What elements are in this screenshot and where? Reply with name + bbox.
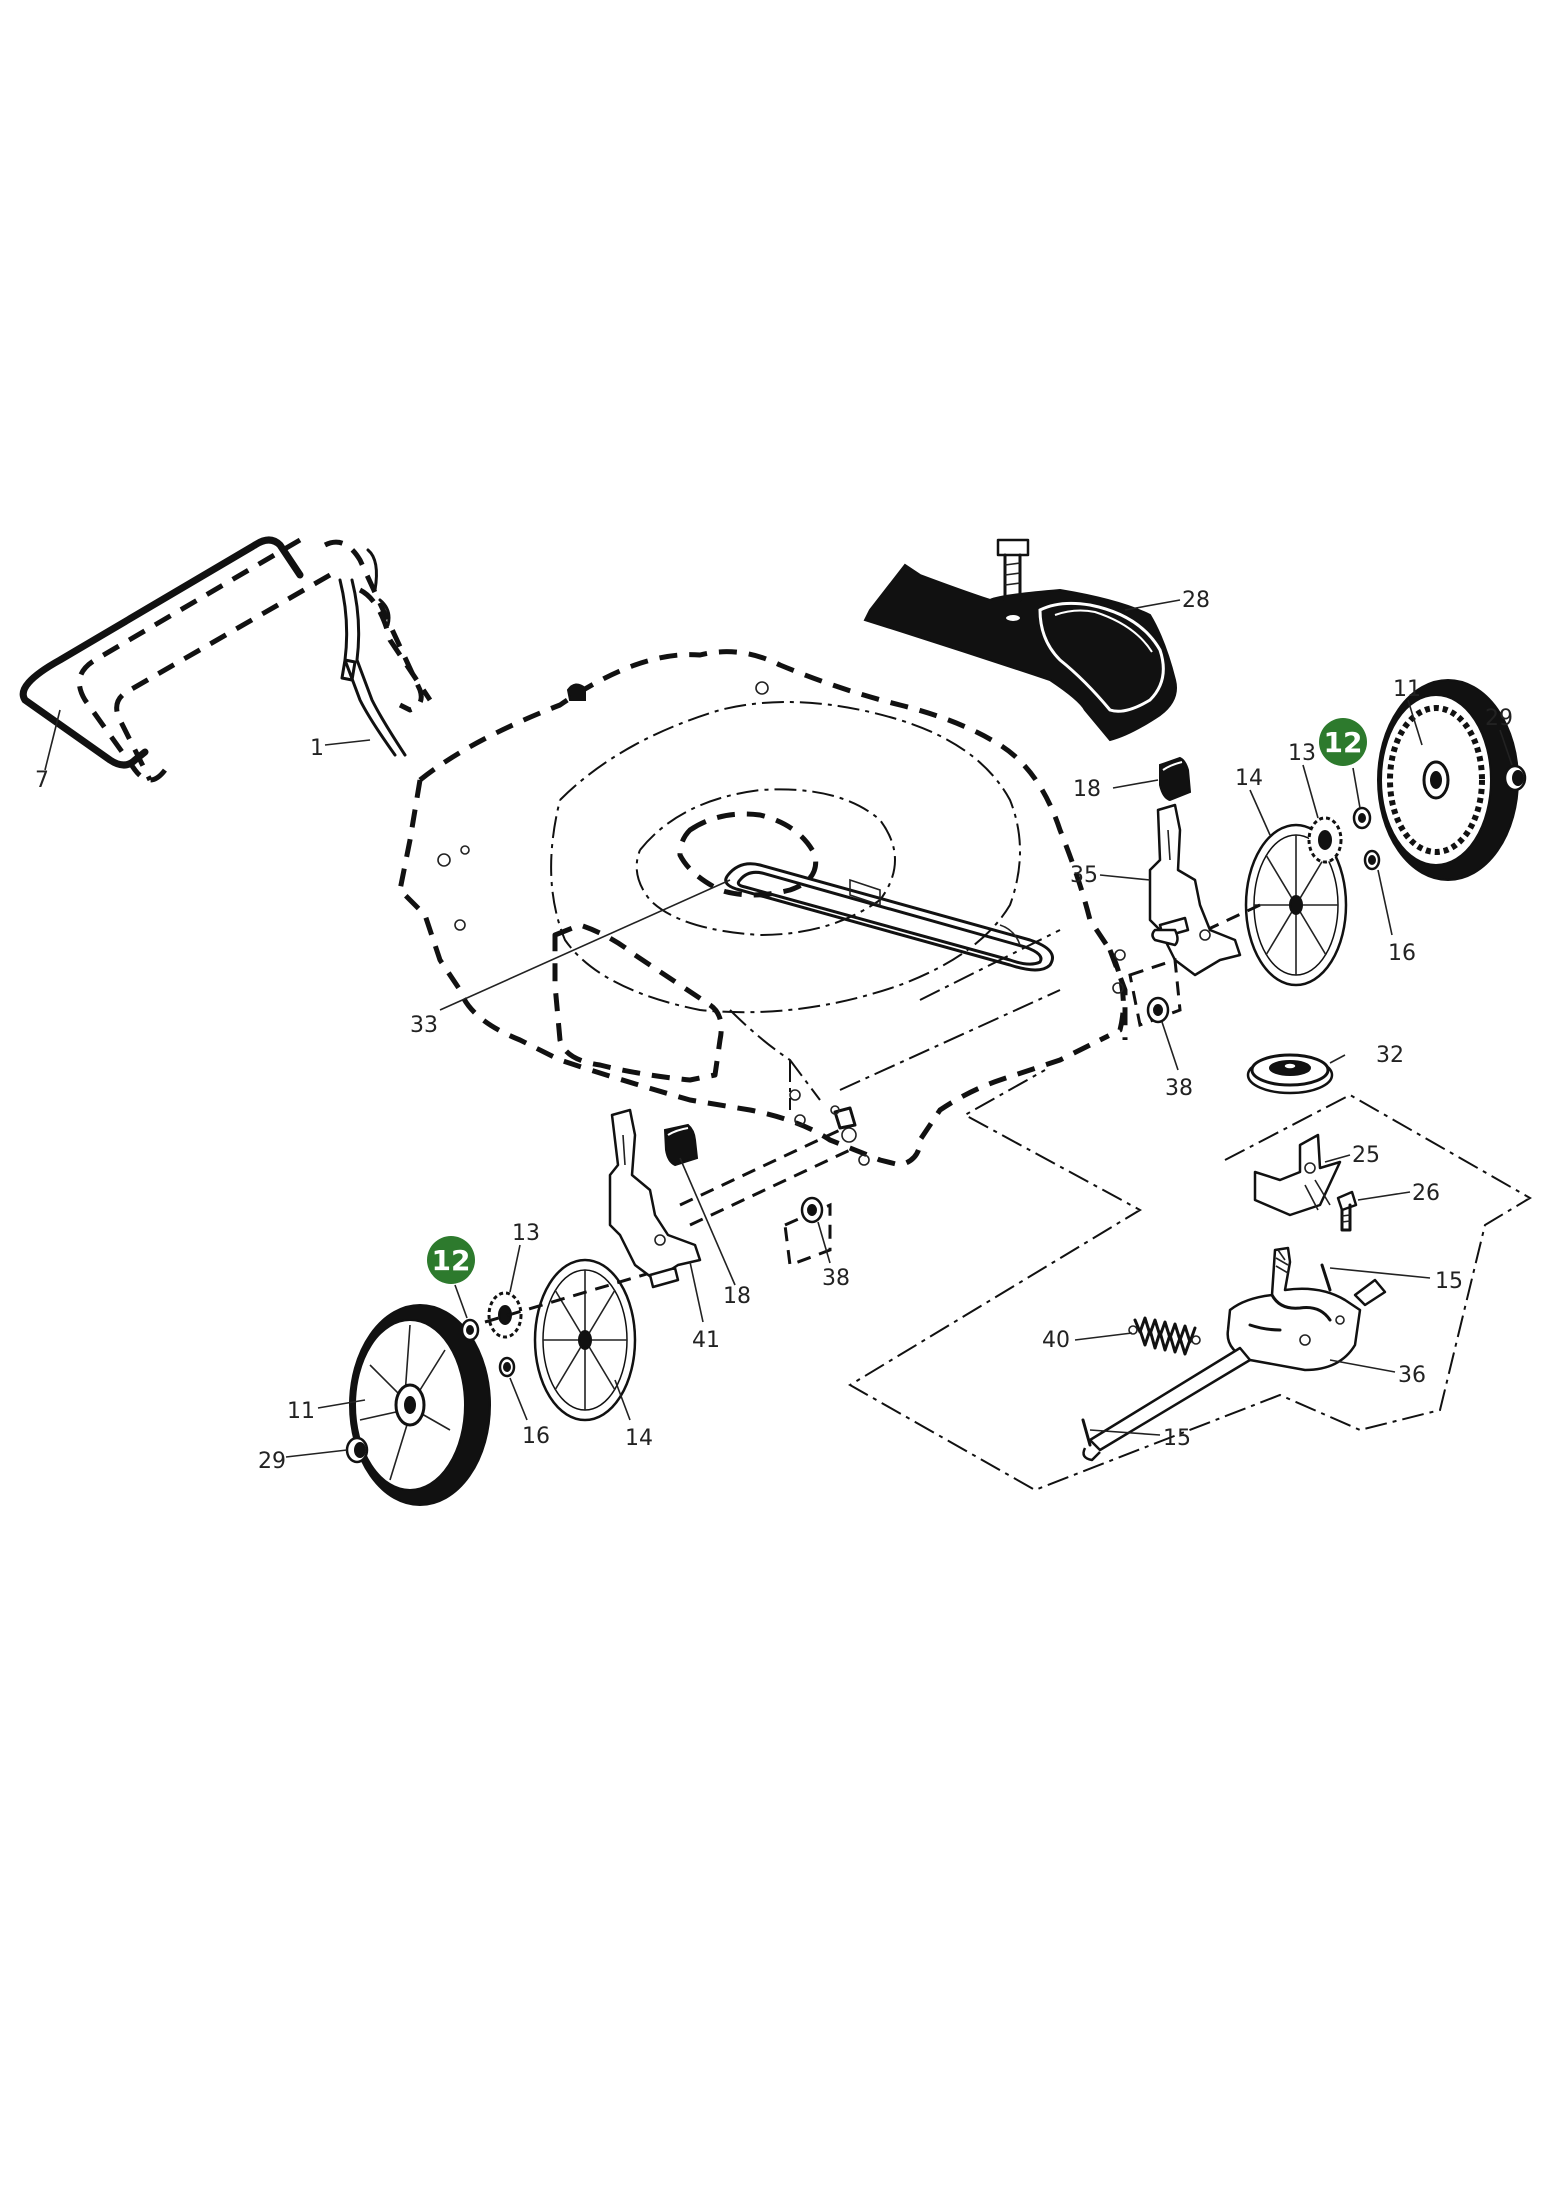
left-washer-16 <box>498 1356 516 1378</box>
tension-spring <box>1128 1316 1201 1356</box>
right-height-adjuster <box>1148 803 1242 977</box>
axle-pin-upper <box>1320 1263 1332 1292</box>
right-drive-wheel <box>1244 823 1348 987</box>
leader-40 <box>1074 1332 1133 1341</box>
leader-16-left <box>509 1377 528 1421</box>
callout-32: 32 <box>1376 1043 1404 1068</box>
bracket-screw <box>1336 1190 1358 1232</box>
leader-41 <box>689 1261 704 1323</box>
leader-13-left <box>509 1244 521 1293</box>
left-axle-shaft <box>679 1105 857 1227</box>
highlight-badge-left: 12 <box>427 1236 475 1284</box>
leader-33 <box>439 879 731 1011</box>
leader-26 <box>1357 1191 1411 1201</box>
left-wheel <box>349 1304 491 1506</box>
leader-29-right <box>1499 729 1513 766</box>
callout-38-right: 38 <box>1165 1076 1193 1101</box>
transmission-box <box>848 1069 1532 1492</box>
left-hub-cap <box>345 1436 369 1464</box>
highlight-badge-right: 12 <box>1319 718 1367 766</box>
leader-38-left <box>817 1221 831 1264</box>
axle-pin-lower <box>1081 1418 1092 1447</box>
transmission-axle <box>1082 1278 1387 1462</box>
badge-right-label: 12 <box>1324 726 1363 759</box>
callout-26: 26 <box>1412 1181 1440 1206</box>
right-washer-12 <box>1352 806 1372 830</box>
leader-14-left <box>614 1379 631 1421</box>
callout-14-left: 14 <box>625 1426 653 1451</box>
leader-28 <box>1124 599 1181 611</box>
callout-13-right: 13 <box>1288 741 1316 766</box>
grass-deflector <box>863 563 1177 742</box>
callout-41: 41 <box>692 1328 720 1353</box>
left-lever-grip <box>663 1123 699 1167</box>
badge-left-label: 12 <box>432 1244 471 1277</box>
callout-33: 33 <box>410 1013 438 1038</box>
right-wheel <box>1377 679 1519 881</box>
callout-29-right: 29 <box>1485 706 1513 731</box>
leader-38-right <box>1161 1021 1179 1071</box>
leader-11-left <box>317 1399 366 1409</box>
callout-7: 7 <box>35 768 49 793</box>
callout-1: 1 <box>310 736 324 761</box>
leader-25 <box>1324 1154 1351 1163</box>
left-height-adjuster <box>608 1108 702 1289</box>
leader-35 <box>1099 874 1151 881</box>
mower-deck <box>397 649 1128 1168</box>
pulley-bracket <box>1253 1133 1342 1217</box>
callout-28: 28 <box>1182 588 1210 613</box>
right-washer-16 <box>1363 849 1381 871</box>
leader-36 <box>1329 1359 1396 1373</box>
leader-14-right <box>1249 789 1271 836</box>
right-hub-cap <box>1503 764 1527 792</box>
callout-15-lower: 15 <box>1163 1426 1191 1451</box>
leader-18-left <box>679 1157 736 1286</box>
transmission-housing <box>1226 1246 1362 1372</box>
callout-18-left: 18 <box>723 1284 751 1309</box>
callout-16-left: 16 <box>522 1424 550 1449</box>
leader-15-upper <box>1329 1267 1431 1279</box>
callout-11-left: 11 <box>287 1399 315 1424</box>
leader-13-right <box>1302 764 1319 819</box>
callout-16-right: 16 <box>1388 941 1416 966</box>
handle-assembly <box>19 536 433 783</box>
callout-38-left: 38 <box>822 1266 850 1291</box>
callout-15-upper: 15 <box>1435 1269 1463 1294</box>
left-pinion-gear <box>487 1291 523 1339</box>
leader-12-left <box>454 1284 468 1319</box>
leader-32 <box>1329 1054 1346 1064</box>
left-drive-wheel <box>533 1258 637 1422</box>
callout-14-right: 14 <box>1235 766 1263 791</box>
drive-belt <box>724 862 1054 972</box>
callout-35: 35 <box>1070 863 1098 888</box>
callout-25: 25 <box>1352 1143 1380 1168</box>
leader-12-right <box>1352 767 1361 809</box>
callout-40: 40 <box>1042 1328 1070 1353</box>
left-washer-12 <box>460 1318 480 1342</box>
leader-29-left <box>285 1449 348 1458</box>
left-nut-38 <box>783 1196 832 1268</box>
right-lever-grip <box>1159 756 1192 802</box>
leader-16-right <box>1377 869 1393 936</box>
leader-15-lower <box>1089 1429 1161 1436</box>
leader-7 <box>44 709 61 771</box>
callout-29-left: 29 <box>258 1449 286 1474</box>
deflector-bolt <box>996 538 1030 602</box>
leader-11-right <box>1407 699 1423 746</box>
right-pinion-gear <box>1307 816 1343 864</box>
callout-36: 36 <box>1398 1363 1426 1388</box>
drive-pulley <box>1246 1053 1334 1095</box>
callout-13-left: 13 <box>512 1221 540 1246</box>
callout-11-right: 11 <box>1393 677 1421 702</box>
leader-18-right <box>1112 779 1159 789</box>
right-nut-38 <box>1128 957 1182 1028</box>
callout-18-right: 18 <box>1073 777 1101 802</box>
leader-1 <box>324 739 371 746</box>
